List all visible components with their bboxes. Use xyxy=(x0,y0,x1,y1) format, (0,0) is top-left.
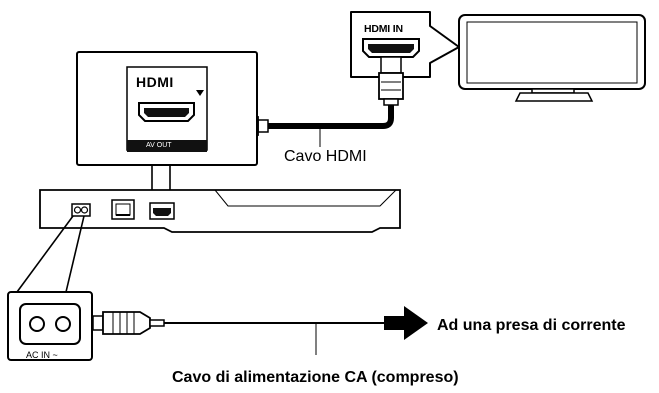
power-cable-label: Cavo di alimentazione CA (compreso) xyxy=(172,369,459,386)
outlet-label: Ad una presa di corrente xyxy=(437,317,626,334)
tv-hdmi-in-label: HDMI IN xyxy=(364,23,403,35)
television-icon xyxy=(458,14,646,102)
ac-in-label: AC IN ~ xyxy=(26,350,58,360)
av-out-label: AV OUT xyxy=(146,142,172,149)
tv-hdmi-in-callout xyxy=(350,11,460,78)
hdmi-cable-label: Cavo HDMI xyxy=(284,148,367,165)
ac-inlet-callout xyxy=(7,215,93,361)
power-cable xyxy=(92,306,428,355)
hdmi-logo: HDMI xyxy=(136,74,174,90)
player-hdmi-callout xyxy=(76,51,258,190)
blu-ray-player xyxy=(39,189,401,233)
